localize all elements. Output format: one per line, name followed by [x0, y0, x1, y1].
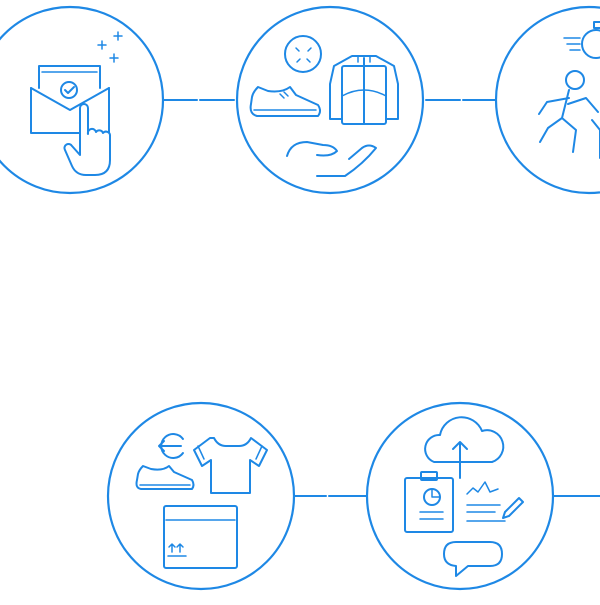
cloud-report-icon — [404, 416, 524, 577]
step-return-package — [106, 401, 296, 591]
step-runner — [494, 5, 600, 195]
step-cloud-report — [365, 401, 555, 591]
step-sports-products — [235, 5, 425, 195]
return-package-icon — [135, 433, 268, 569]
sports-products-icon — [249, 35, 399, 177]
runner-icon — [538, 21, 600, 159]
step-email-click — [0, 5, 165, 195]
email-click-icon — [30, 31, 123, 176]
